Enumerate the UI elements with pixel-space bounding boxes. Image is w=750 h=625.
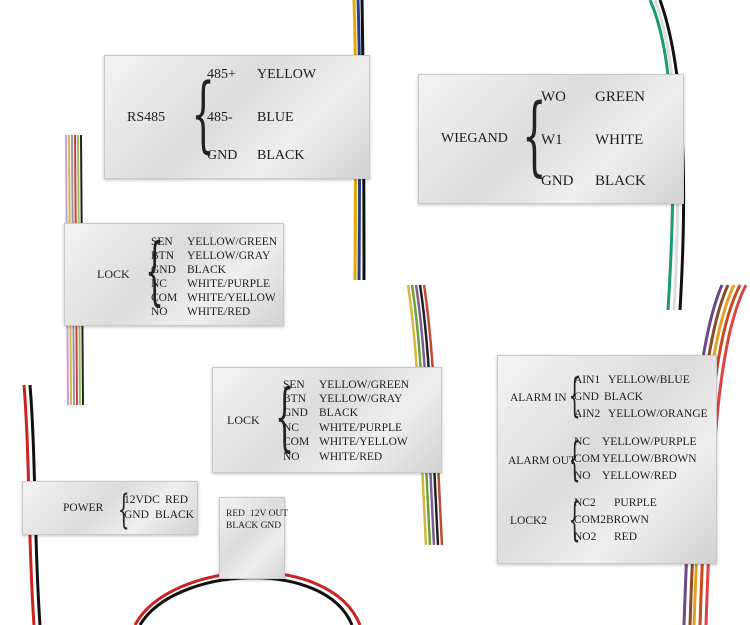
power-label: POWER { 12VDC RED GND BLACK [22,481,198,535]
wiegand-wire: BLACK [595,173,646,189]
alarm-pin: AIN2 [574,408,601,420]
wiegand-label: WIEGAND { WO GREEN W1 WHITE GND BLACK [418,74,684,204]
rs485-title: RS485 [127,110,166,125]
alarm-pin: NO [574,470,591,482]
alarm-wire: RED [614,531,637,543]
lock2-title: LOCK2 [510,515,548,527]
alarm-wire: YELLOW/ORANGE [608,408,708,420]
wiegand-title: WIEGAND [441,131,508,146]
lock-a-pin: NC [151,278,167,290]
power-brace: { [117,487,130,533]
lock-b-wire: WHITE/PURPLE [319,422,403,434]
wiegand-pin: W1 [541,132,563,148]
rs485-pin: GND [207,148,238,163]
lock-b-wire: YELLOW/GRAY [319,393,403,405]
lock-b-pin: GND [283,407,308,419]
power-title: POWER [63,502,104,514]
lock-a-wire: YELLOW/GRAY [187,250,271,262]
lock-b-label: LOCK { SEN YELLOW/GREEN BTN YELLOW/GRAY … [212,367,442,473]
lock-b-wire: WHITE/RED [319,451,383,463]
lock-a-wire: WHITE/YELLOW [187,292,276,304]
alarm-in-title: ALARM IN [510,392,567,404]
out12v-text: BLACK GND [226,521,282,531]
wiegand-brace: { [522,86,547,186]
lock-a-wire: YELLOW/GREEN [187,236,278,248]
out12v-text: RED [226,509,245,519]
power-pin: GND [124,509,149,521]
alarm-wire: PURPLE [614,497,657,509]
lock-b-pin: SEN [283,379,305,391]
lock-a-label: LOCK { SEN YELLOW/GREEN BTN YELLOW/GRAY … [64,223,284,326]
out12v-label: RED 12V OUT BLACK GND [219,497,289,579]
lock-a-pin: BTN [151,250,174,262]
power-wire: BLACK [155,509,194,521]
wiegand-wire: WHITE [595,132,644,148]
lock-a-pin: GND [151,264,176,276]
lock-b-wire: WHITE/YELLOW [319,436,408,448]
alarm-wire: YELLOW/BLUE [608,374,690,386]
alarm-in-brace: { [568,368,581,422]
rs485-brace: { [191,67,215,162]
alarm-label: ALARM IN { AIN1 YELLOW/BLUE GND BLACK AI… [497,355,717,564]
lock-b-wire: YELLOW/GREEN [319,379,410,391]
alarm-pin: GND [574,391,599,403]
out12v-wires [133,571,362,625]
alarm-pin: NO2 [574,531,597,543]
alarm-out-title: ALARM OUT [508,455,577,467]
lock-b-title: LOCK [227,413,260,427]
lock-a-wire: BLACK [187,264,226,276]
rs485-pin: 485+ [207,67,236,82]
rs485-wire: YELLOW [257,67,317,82]
wiegand-pin: GND [541,173,574,189]
lock-b-pin: BTN [283,393,306,405]
wiegand-pin: WO [541,89,566,105]
alarm-wire: YELLOW/PURPLE [602,436,697,448]
alarm-pin: COM [574,453,601,465]
alarm-out-brace: { [568,432,581,486]
lock-a-pin: SEN [151,236,173,248]
lock-b-brace: { [275,374,294,460]
out12v-text: 12V OUT [250,509,289,519]
rs485-wire: BLACK [257,148,305,163]
alarm-pin: NC [574,436,590,448]
power-pin: 12VDC [124,494,160,506]
rs485-wire: BLUE [257,110,294,125]
lock-b-pin: COM [283,436,310,448]
lock-b-pin: NC [283,422,299,434]
lock-a-brace: { [145,228,164,314]
lock2-brace: { [568,492,581,546]
alarm-pin: COM2 [574,514,606,526]
power-wire: RED [165,494,188,506]
alarm-wire: BROWN [606,514,649,526]
alarm-wire: YELLOW/RED [602,470,677,482]
alarm-pin: NC2 [574,497,596,509]
alarm-pin: AIN1 [574,374,601,386]
lock-b-pin: NO [283,451,300,463]
lock-a-title: LOCK [97,267,130,281]
rs485-pin: 485- [207,110,233,125]
wiegand-wire: GREEN [595,89,645,105]
alarm-wire: BLACK [604,391,643,403]
rs485-label: RS485 { 485+ YELLOW 485- BLUE GND BLACK [104,55,370,179]
alarm-wire: YELLOW/BROWN [602,453,697,465]
lock-a-wire: WHITE/PURPLE [187,278,271,290]
lock-b-wire: BLACK [319,407,358,419]
lock-a-pin: NO [151,306,168,318]
lock-a-wire: WHITE/RED [187,306,251,318]
lock-a-pin: COM [151,292,178,304]
